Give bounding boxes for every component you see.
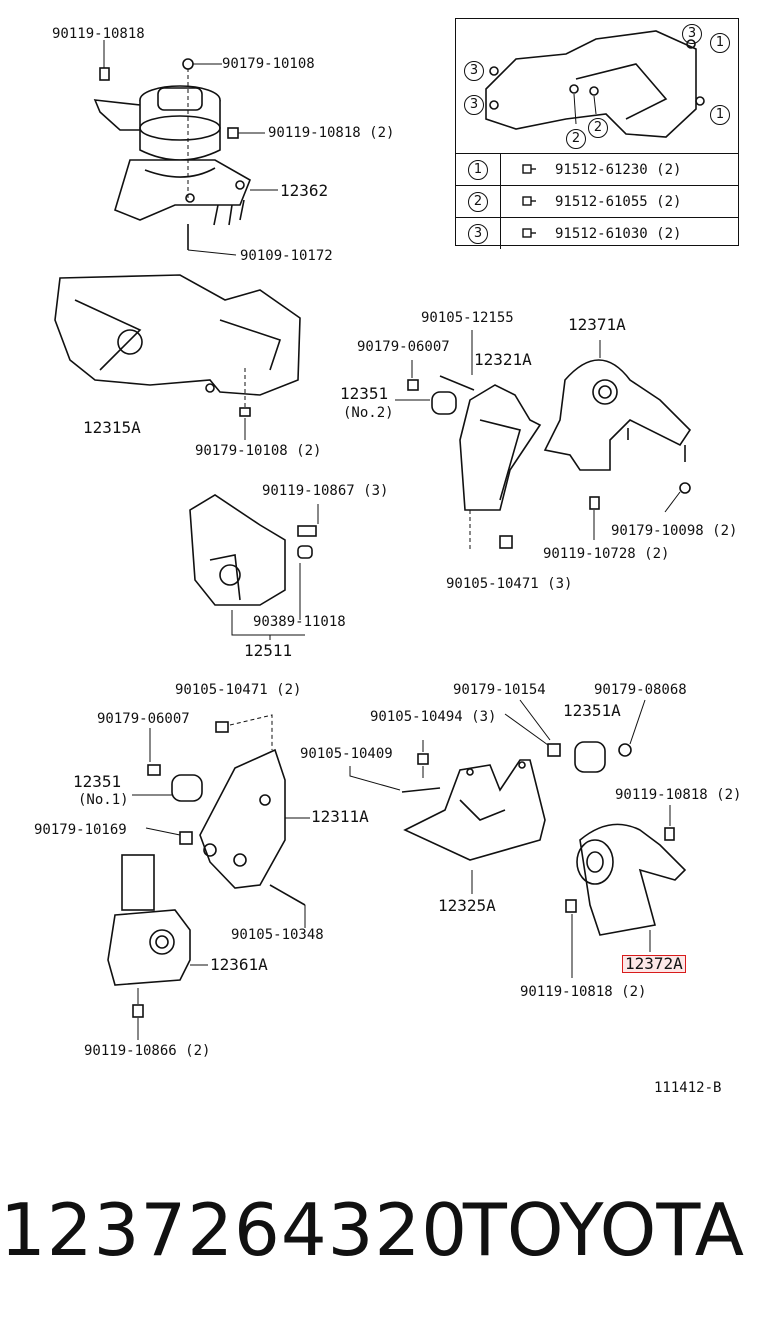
- part-label: 12362: [280, 181, 329, 200]
- diagram-reference: 111412-B: [654, 1080, 722, 1096]
- part-label: 12351: [340, 384, 389, 403]
- part-label: (No.1): [78, 792, 129, 808]
- legend-part-number: 91512-61030 (2): [555, 225, 682, 242]
- legend-number-cell: 1: [456, 154, 501, 185]
- callout-1: 1: [710, 105, 730, 125]
- bushing-12351A: [519, 699, 646, 773]
- bracket-12325A: [349, 713, 561, 894]
- part-label: 90105-12155: [421, 310, 514, 326]
- legend-number: 1: [468, 159, 488, 180]
- legend-number: 2: [468, 191, 488, 212]
- part-label: 90119-10818 (2): [615, 787, 742, 803]
- part-number-caption: 1237264320: [0, 1188, 469, 1272]
- mount-12361A: [107, 854, 208, 1040]
- callout-2: 2: [588, 118, 608, 138]
- mount-12372A: [565, 805, 687, 978]
- part-label: 12321A: [474, 350, 532, 369]
- part-label: 12325A: [438, 896, 496, 915]
- part-label: 12311A: [311, 807, 369, 826]
- part-label: 90179-10108 (2): [195, 443, 322, 459]
- part-label: 90179-10154: [453, 682, 546, 698]
- mount-12371A: [543, 340, 692, 540]
- part-label: 90119-10818 (2): [520, 984, 647, 1000]
- callout-2: 2: [566, 129, 586, 149]
- part-label: 90109-10172: [240, 248, 333, 264]
- part-label: 90105-10348: [231, 927, 324, 943]
- callout-3: 3: [464, 95, 484, 115]
- part-label: 90105-10409: [300, 746, 393, 762]
- bracket-12511: [189, 494, 319, 640]
- legend-row: 2 91512-61055 (2): [456, 186, 738, 218]
- brand-caption: TOYOTA: [462, 1188, 744, 1272]
- legend-row: 1 91512-61230 (2): [456, 154, 738, 186]
- bracket-12321A: [395, 330, 542, 552]
- callout-1: 1: [710, 33, 730, 53]
- part-label: (No.2): [343, 405, 394, 421]
- part-label: 12511: [244, 641, 293, 660]
- highlighted-part-label[interactable]: 12372A: [622, 955, 686, 973]
- part-label: 90119-10818: [52, 26, 145, 42]
- legend-number-cell: 2: [456, 186, 501, 217]
- part-label: 90179-06007: [357, 339, 450, 355]
- engine-mount-12362: [93, 40, 278, 256]
- part-label: 90179-10098 (2): [611, 523, 738, 539]
- part-label: 90179-10169: [34, 822, 127, 838]
- part-label: 90179-10108: [222, 56, 315, 72]
- legend-number: 3: [468, 223, 488, 244]
- callout-3: 3: [682, 24, 702, 44]
- bracket-12315A: [54, 274, 301, 440]
- legend-part-number: 91512-61055 (2): [555, 193, 682, 210]
- part-label: 12351: [73, 772, 122, 791]
- part-label: 90119-10867 (3): [262, 483, 389, 499]
- part-label: 90119-10818 (2): [268, 125, 395, 141]
- legend-number-cell: 3: [456, 218, 501, 249]
- callout-3: 3: [464, 61, 484, 81]
- bolt-icon: [522, 228, 536, 238]
- part-label: 90119-10728 (2): [543, 546, 670, 562]
- part-label: 12371A: [568, 315, 626, 334]
- legend-part-number: 91512-61230 (2): [555, 161, 682, 178]
- part-label: 90105-10471 (3): [446, 576, 573, 592]
- part-label: 12315A: [83, 418, 141, 437]
- legend-illustration: 1 1 3 3 2 2 3: [456, 19, 738, 154]
- diagram-drawing: [54, 40, 692, 1040]
- bracket-12311A: [132, 714, 310, 928]
- part-label: 12351A: [563, 701, 621, 720]
- part-label: 90389-11018: [253, 614, 346, 630]
- part-label: 12361A: [210, 955, 268, 974]
- part-label: 90179-08068: [594, 682, 687, 698]
- part-label: 90105-10471 (2): [175, 682, 302, 698]
- part-label: 90105-10494 (3): [370, 709, 497, 725]
- fastener-legend: 1 1 3 3 2 2 3 1 91512-61230 (2) 2 91512-…: [455, 18, 739, 249]
- legend-row: 3 91512-61030 (2): [456, 218, 738, 249]
- bolt-icon: [522, 164, 536, 174]
- part-label: 90179-06007: [97, 711, 190, 727]
- bolt-icon: [522, 196, 536, 206]
- legend-cover-drawing: [485, 30, 705, 138]
- part-label: 90119-10866 (2): [84, 1043, 211, 1059]
